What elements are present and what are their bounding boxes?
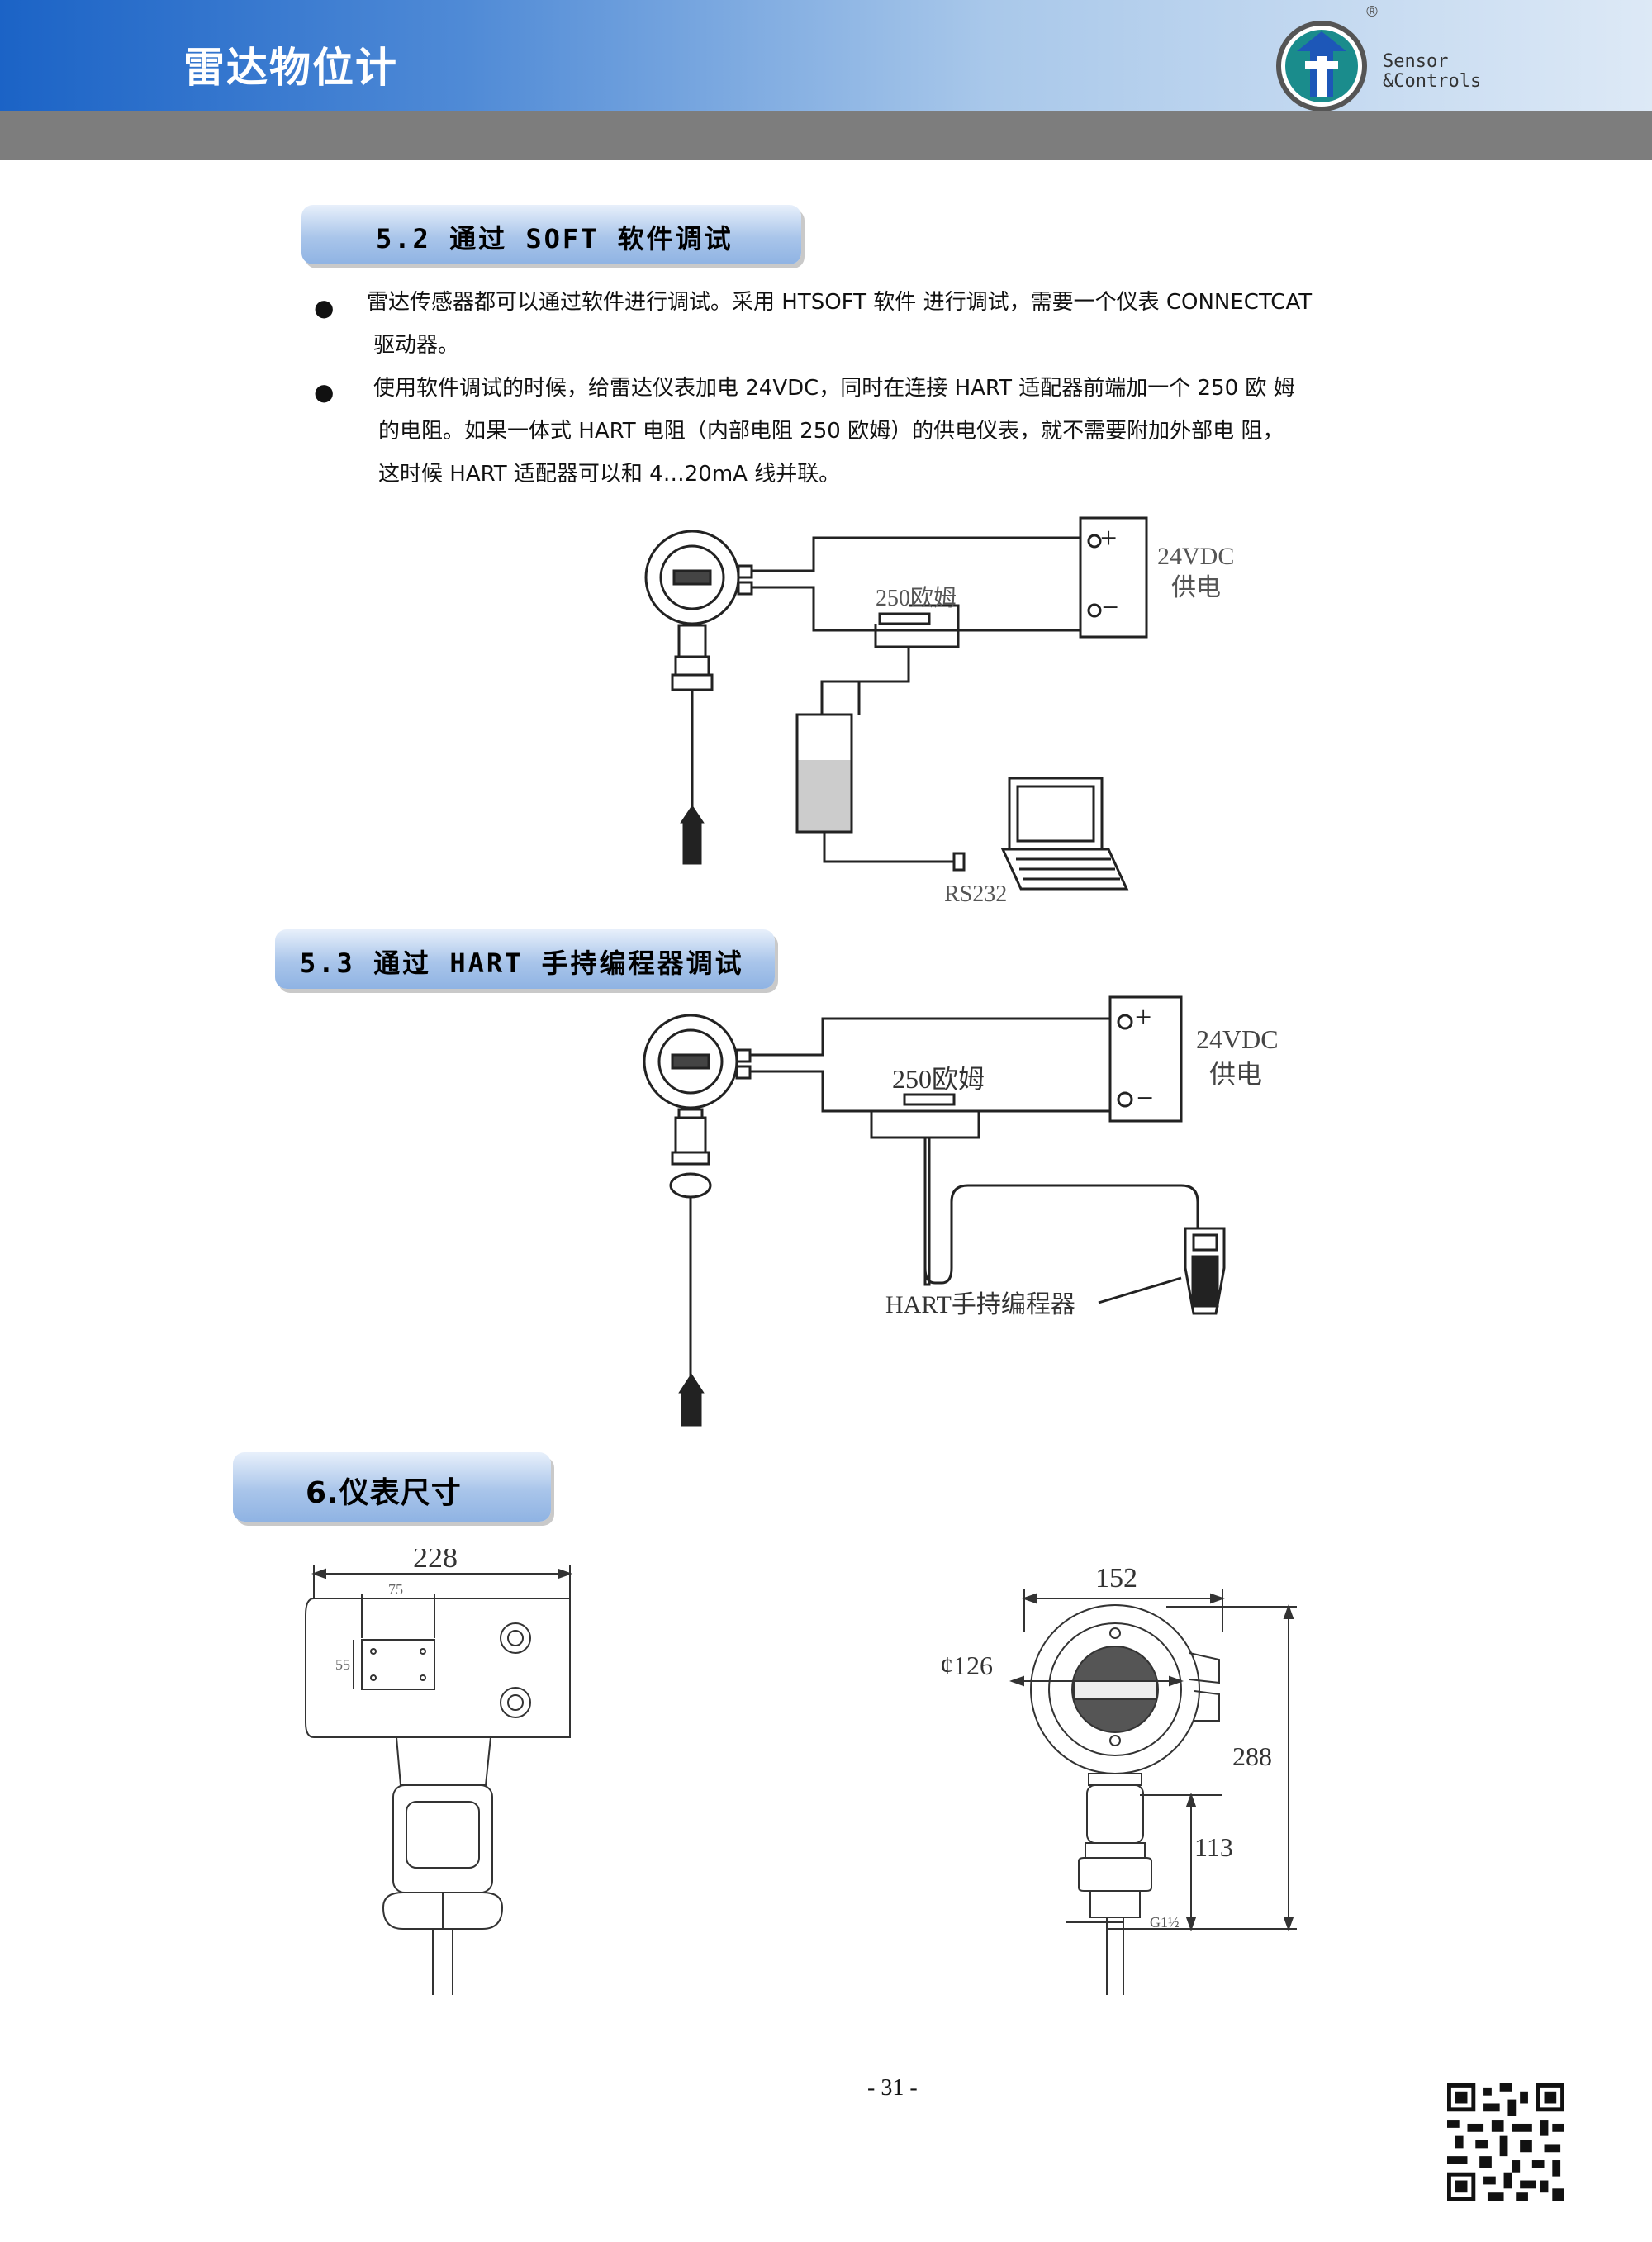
height-288-label: 288 bbox=[1232, 1741, 1272, 1771]
neck-113-label: 113 bbox=[1194, 1832, 1233, 1862]
section-5-2-heading: 5.2 通过 SOFT 软件调试 bbox=[301, 205, 801, 264]
brand-line2: &Controls bbox=[1383, 71, 1482, 92]
bullet2-line2: 的电阻。如果一体式 HART 电阻（内部电阻 250 欧姆）的供电仪表，就不需要… bbox=[378, 419, 1284, 444]
laptop-icon bbox=[1000, 777, 1129, 891]
supply-label: 供电 bbox=[1209, 1059, 1262, 1089]
side-view-dimension-drawing: 228 75 55 bbox=[305, 1549, 572, 1995]
page-header: 雷达物位计 ® Sensor &Controls bbox=[0, 0, 1652, 114]
page-number: - 31 - bbox=[867, 2075, 918, 2101]
hart-handheld-diagram: + − 24VDC 供电 250欧姆 HART手持编程器 bbox=[643, 995, 1279, 1427]
section-5-2-title: 5.2 通过 SOFT 软件调试 bbox=[376, 223, 733, 254]
qr-code-icon bbox=[1447, 2083, 1564, 2201]
diameter-126-label: ¢126 bbox=[942, 1651, 993, 1680]
width-152-label: 152 bbox=[1095, 1563, 1137, 1594]
brand-line1: Sensor bbox=[1383, 51, 1449, 72]
supply-label: 供电 bbox=[1171, 574, 1221, 601]
plus-label: + bbox=[1135, 1000, 1151, 1033]
bullet-icon: ● bbox=[314, 378, 335, 406]
minus-label: − bbox=[1102, 591, 1118, 624]
minus-label: − bbox=[1137, 1081, 1153, 1114]
registered-mark: ® bbox=[1365, 3, 1379, 21]
handheld-programmer-icon bbox=[1184, 1227, 1226, 1315]
width-228-label: 228 bbox=[413, 1549, 458, 1574]
supply-voltage-label: 24VDC bbox=[1157, 543, 1234, 570]
section-5-3-heading: 5.3 通过 HART 手持编程器调试 bbox=[275, 929, 775, 989]
plate-height-label: 55 bbox=[335, 1656, 350, 1673]
power-supply-box bbox=[1079, 516, 1148, 639]
bullet1-line1: 雷达传感器都可以通过软件进行调试。采用 HTSOFT 软件 进行调试，需要一个仪… bbox=[367, 290, 1313, 315]
soft-wiring-diagram: + − 24VDC 供电 250欧姆 RS232 bbox=[644, 516, 1234, 907]
handheld-label: HART手持编程器 bbox=[885, 1291, 1075, 1318]
plus-label: + bbox=[1100, 521, 1117, 554]
header-band bbox=[0, 111, 1652, 160]
front-view-dimension-drawing: 152 ¢126 288 113 G1½ bbox=[942, 1563, 1297, 1995]
plate-width-label: 75 bbox=[388, 1581, 403, 1598]
supply-voltage-label: 24VDC bbox=[1196, 1024, 1279, 1054]
section-6-heading: 6.仪表尺寸 bbox=[233, 1452, 551, 1522]
power-supply-box bbox=[1108, 995, 1183, 1123]
logo-emblem-icon bbox=[1276, 21, 1367, 112]
bullet-icon: ● bbox=[314, 294, 335, 321]
bullet1-line2: 驱动器。 bbox=[373, 333, 460, 358]
thread-label: G1½ bbox=[1150, 1914, 1180, 1931]
section-6-title: 6.仪表尺寸 bbox=[306, 1476, 462, 1510]
resistor-label: 250欧姆 bbox=[892, 1064, 985, 1094]
document-title: 雷达物位计 bbox=[183, 44, 398, 92]
resistor-label: 250欧姆 bbox=[876, 585, 957, 611]
company-logo: ® Sensor &Controls bbox=[1272, 3, 1536, 114]
rs232-label: RS232 bbox=[944, 881, 1007, 907]
bullet2-line1: 使用软件调试的时候，给雷达仪表加电 24VDC，同时在连接 HART 适配器前端… bbox=[373, 376, 1295, 401]
section-5-3-title: 5.3 通过 HART 手持编程器调试 bbox=[300, 948, 744, 979]
bullet2-line3: 这时候 HART 适配器可以和 4…20mA 线并联。 bbox=[378, 462, 841, 487]
